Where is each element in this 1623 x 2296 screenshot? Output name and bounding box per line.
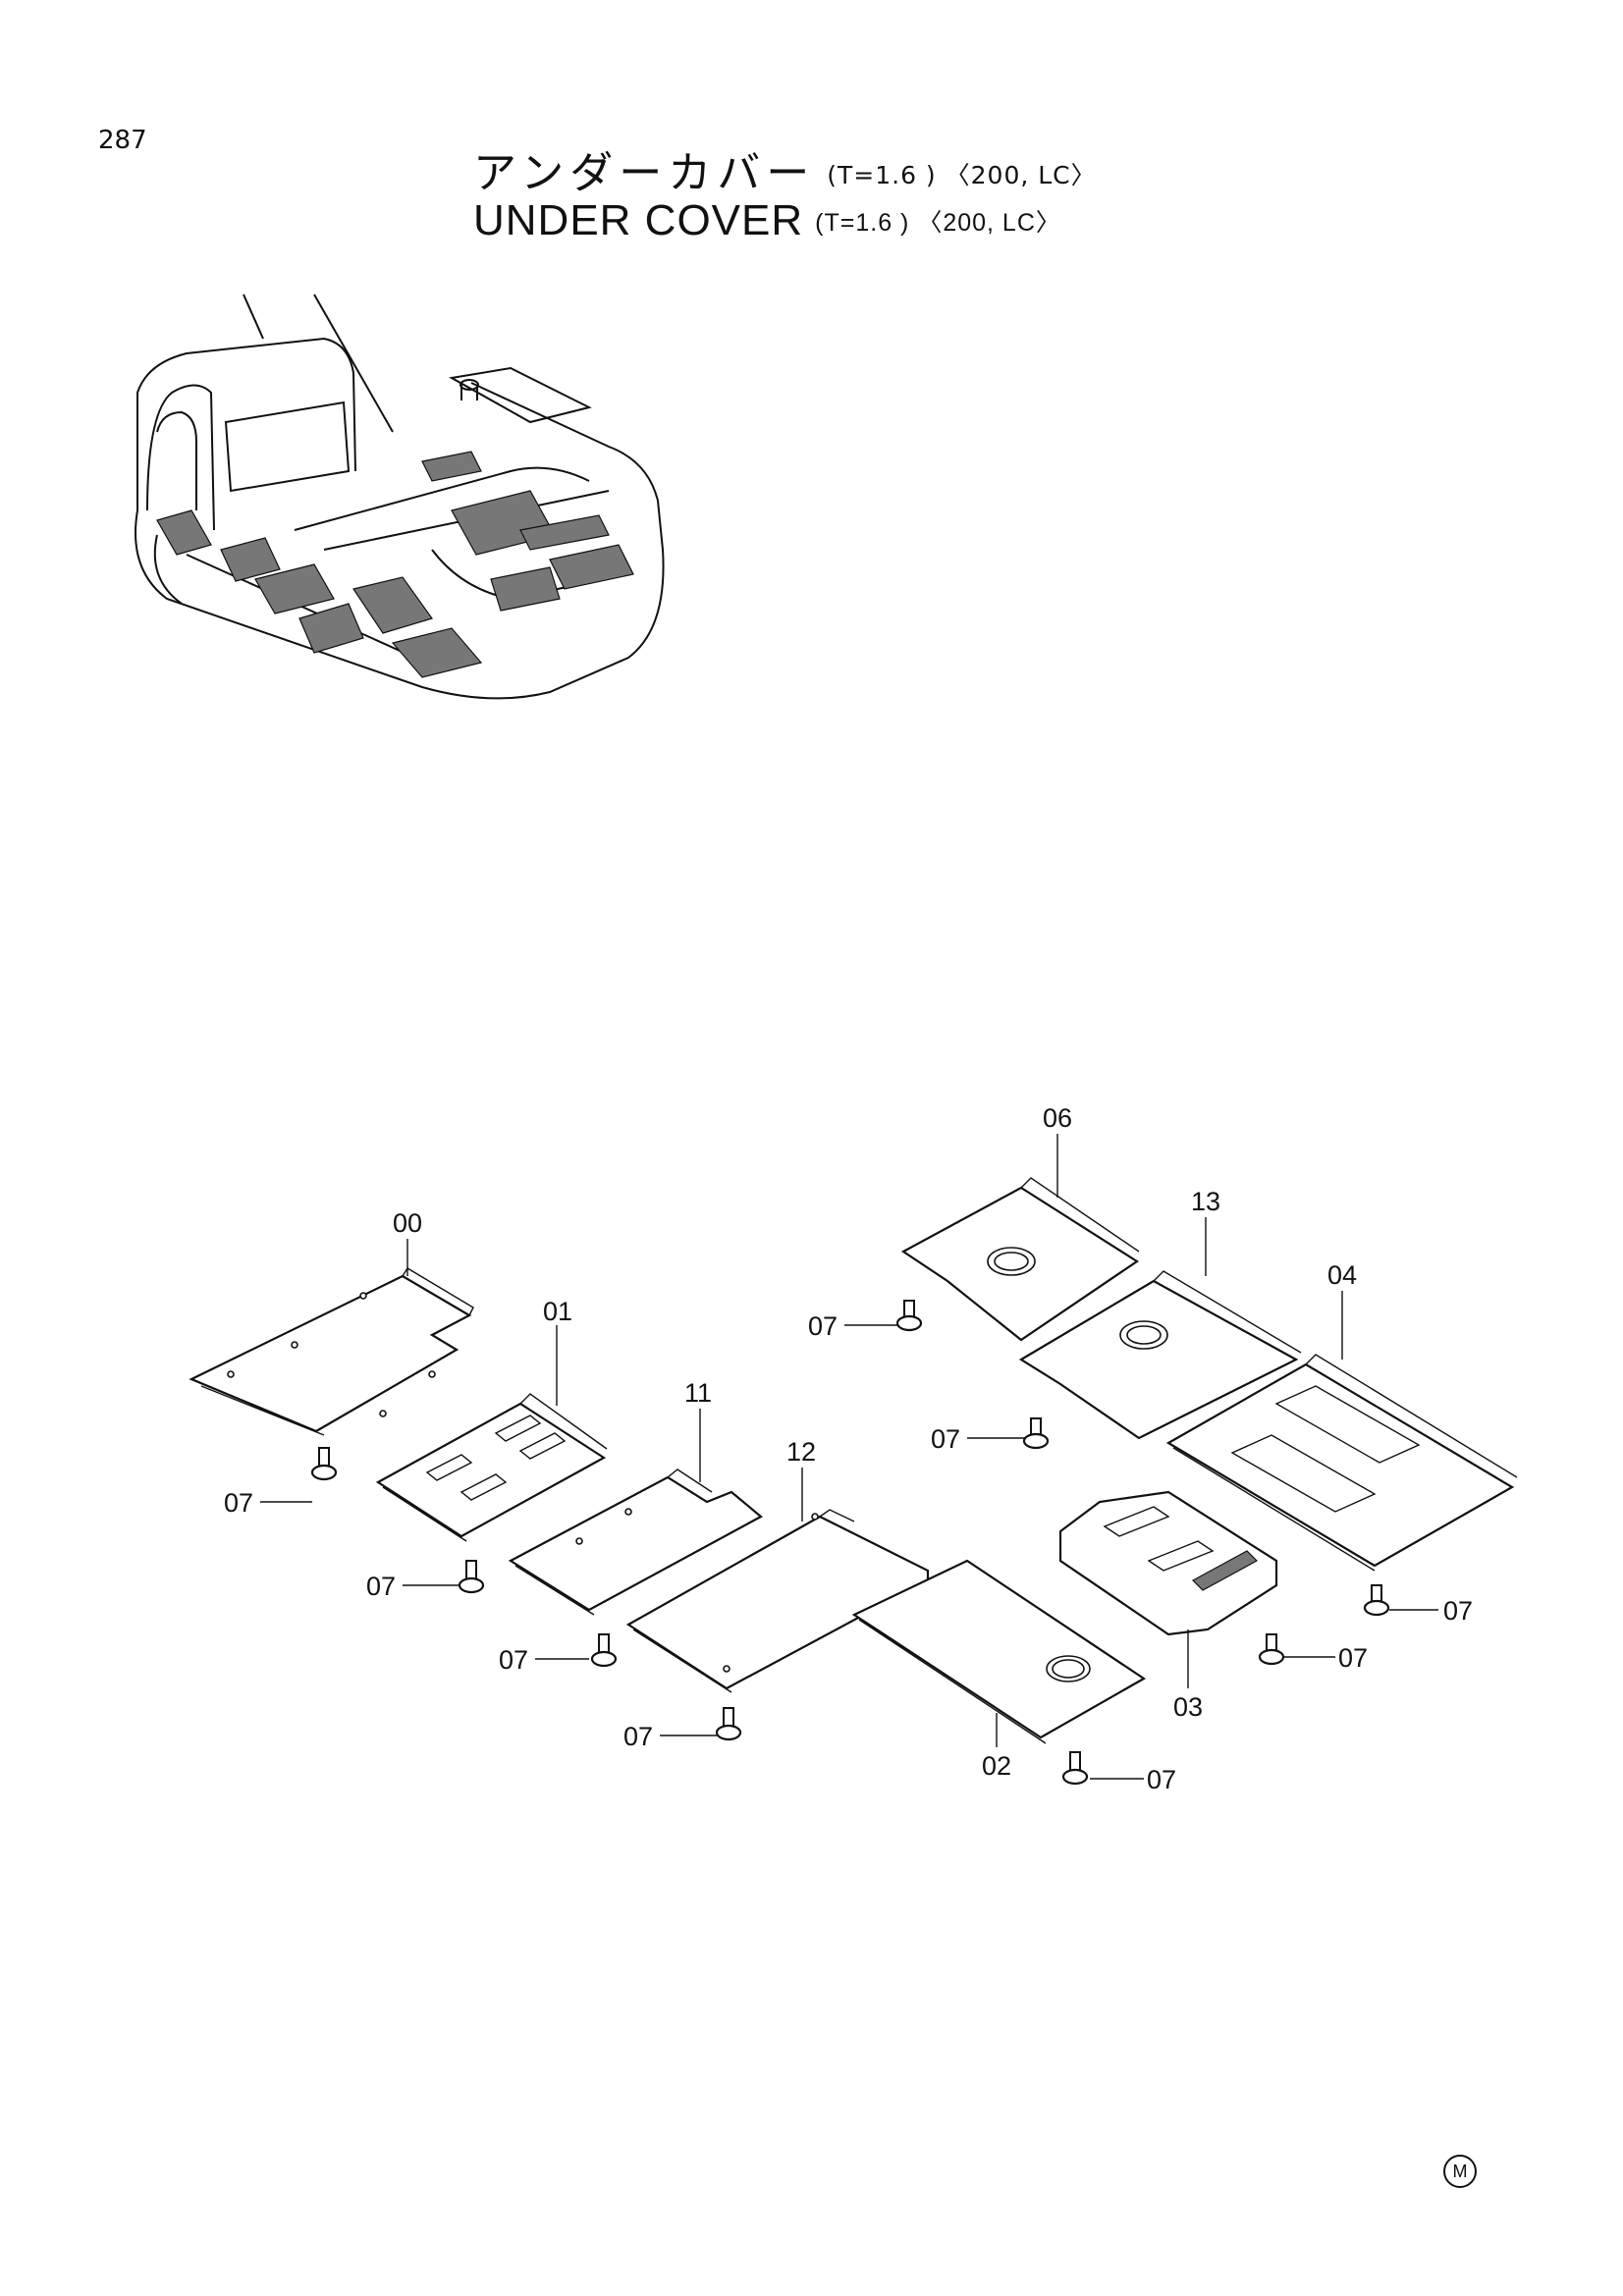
callout-00: 00 bbox=[393, 1208, 422, 1238]
bolt-07-e bbox=[1061, 1751, 1089, 1786]
title-jp-spec: (T=1.6 ) 〈200, LC〉 bbox=[827, 161, 1097, 189]
callout-07-i: 07 bbox=[931, 1424, 960, 1454]
bolt-07-d bbox=[715, 1707, 742, 1741]
bolt-07-a bbox=[310, 1447, 338, 1481]
callout-07-h: 07 bbox=[808, 1311, 838, 1341]
callout-06: 06 bbox=[1043, 1103, 1072, 1133]
title-en-text: UNDER COVER bbox=[473, 196, 804, 244]
part-03-cover-plate bbox=[1058, 1490, 1278, 1636]
callout-03: 03 bbox=[1173, 1692, 1203, 1722]
callout-labels: 00 01 11 12 06 13 04 03 02 07 07 07 07 0… bbox=[224, 1103, 1473, 1794]
manufacturer-mark: M bbox=[1443, 2155, 1477, 2188]
callout-02: 02 bbox=[982, 1751, 1011, 1781]
callout-07-f: 07 bbox=[1338, 1643, 1368, 1673]
part-13-cover-plate bbox=[1018, 1270, 1302, 1440]
title-jp-text: アンダーカバー bbox=[473, 148, 816, 198]
part-01-cover-plate bbox=[375, 1393, 608, 1542]
callout-01: 01 bbox=[543, 1297, 572, 1326]
page-title-english: UNDER COVER (T=1.6 ) 〈200, LC〉 bbox=[473, 196, 1061, 245]
bolt-07-h bbox=[895, 1300, 923, 1332]
bolt-07-i bbox=[1022, 1417, 1050, 1450]
page-title-japanese: アンダーカバー (T=1.6 ) 〈200, LC〉 bbox=[473, 137, 1097, 200]
part-02-cover-plate bbox=[851, 1559, 1147, 1744]
part-04-cover-plate bbox=[1165, 1354, 1518, 1572]
callout-07-e: 07 bbox=[1147, 1765, 1176, 1794]
callout-13: 13 bbox=[1191, 1187, 1220, 1216]
callout-07-c: 07 bbox=[499, 1645, 528, 1675]
part-11-cover-plate bbox=[508, 1468, 763, 1616]
bolt-07-b bbox=[458, 1560, 485, 1594]
callout-12: 12 bbox=[786, 1437, 816, 1467]
leader-lines bbox=[260, 1134, 1438, 1780]
callout-11: 11 bbox=[684, 1378, 712, 1408]
callout-07-b: 07 bbox=[366, 1572, 396, 1601]
part-12-cover-plate bbox=[625, 1509, 930, 1693]
callout-07-d: 07 bbox=[623, 1722, 653, 1751]
page-number: 287 bbox=[98, 126, 147, 155]
title-en-spec: (T=1.6 ) 〈200, LC〉 bbox=[815, 209, 1061, 237]
bolt-07-f bbox=[1258, 1633, 1285, 1666]
bolts-07 bbox=[310, 1300, 1390, 1786]
part-00-cover-plate bbox=[189, 1267, 474, 1436]
bolt-07-g bbox=[1363, 1584, 1390, 1617]
bolt-07-c bbox=[590, 1633, 618, 1668]
part-06-cover-plate bbox=[900, 1177, 1140, 1342]
callout-04: 04 bbox=[1327, 1260, 1357, 1290]
callout-07-a: 07 bbox=[224, 1488, 253, 1518]
machine-overview-illustration bbox=[135, 294, 665, 700]
callout-07-g: 07 bbox=[1443, 1596, 1473, 1626]
